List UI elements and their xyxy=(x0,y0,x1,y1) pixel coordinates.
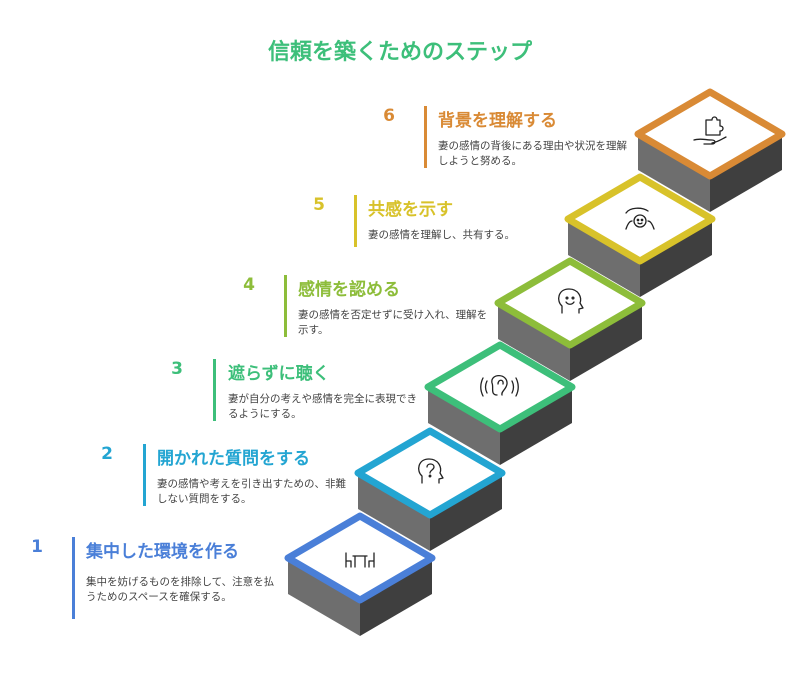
step-number: 4 xyxy=(243,275,255,295)
step-heading: 開かれた質問をする xyxy=(157,449,310,469)
step-heading: 感情を認める xyxy=(298,280,400,300)
step-riser xyxy=(428,387,500,465)
page-title: 信頼を築くためのステップ xyxy=(267,40,532,65)
step-heading: 遮らずに聴く xyxy=(228,364,330,384)
step-divider xyxy=(424,106,427,168)
step-heading: 共感を示す xyxy=(368,200,453,220)
step-riser xyxy=(288,558,360,636)
table-chairs-icon xyxy=(345,552,375,568)
step-side xyxy=(500,387,572,465)
step-description: 妻の感情や考えを引き出すための、非難しない質問をする。 xyxy=(157,478,346,505)
step-riser xyxy=(498,303,570,381)
step-top xyxy=(634,88,786,180)
step-side xyxy=(430,473,502,551)
step-description: 妻が自分の考えや感情を完全に表現できるようにする。 xyxy=(228,393,417,420)
stair-step-2 xyxy=(354,427,506,551)
stair-step-1 xyxy=(284,512,436,636)
stair-step-4 xyxy=(494,257,646,381)
step-divider xyxy=(213,359,216,421)
step-divider xyxy=(284,275,287,337)
hands-person-icon xyxy=(625,207,655,230)
step-divider xyxy=(143,444,146,506)
stair-step-5 xyxy=(564,173,716,297)
step-riser xyxy=(638,134,710,212)
step-side xyxy=(360,558,432,636)
step-number: 2 xyxy=(101,444,113,464)
step-number: 3 xyxy=(171,359,183,379)
step-divider xyxy=(72,537,75,619)
puzzle-hand-icon xyxy=(693,116,727,145)
step-top xyxy=(494,257,646,349)
thinking-head-icon xyxy=(418,458,444,484)
step-top xyxy=(424,341,576,433)
step-divider xyxy=(354,195,357,247)
stair-step-3 xyxy=(424,341,576,465)
step-top xyxy=(564,173,716,265)
step-number: 6 xyxy=(383,106,395,126)
stair-step-6 xyxy=(634,88,786,212)
ear-icon xyxy=(480,374,519,397)
step-number: 5 xyxy=(313,195,325,215)
step-side xyxy=(570,303,642,381)
step-description: 妻の感情を否定せずに受け入れ、理解を示す。 xyxy=(298,309,488,336)
step-number: 1 xyxy=(31,537,43,557)
step-side xyxy=(640,219,712,297)
step-riser xyxy=(568,219,640,297)
step-riser xyxy=(358,473,430,551)
step-side xyxy=(710,134,782,212)
step-description: 集中を妨げるものを排除して、注意を払うためのスペースを確保する。 xyxy=(86,576,275,603)
step-description: 妻の感情の背後にある理由や状況を理解しようと努める。 xyxy=(438,140,627,167)
step-description: 妻の感情を理解し、共有する。 xyxy=(368,229,515,241)
smiling-head-icon xyxy=(558,288,584,314)
step-heading: 背景を理解する xyxy=(438,111,557,131)
step-top xyxy=(284,512,436,604)
step-heading: 集中した環境を作る xyxy=(86,542,239,562)
